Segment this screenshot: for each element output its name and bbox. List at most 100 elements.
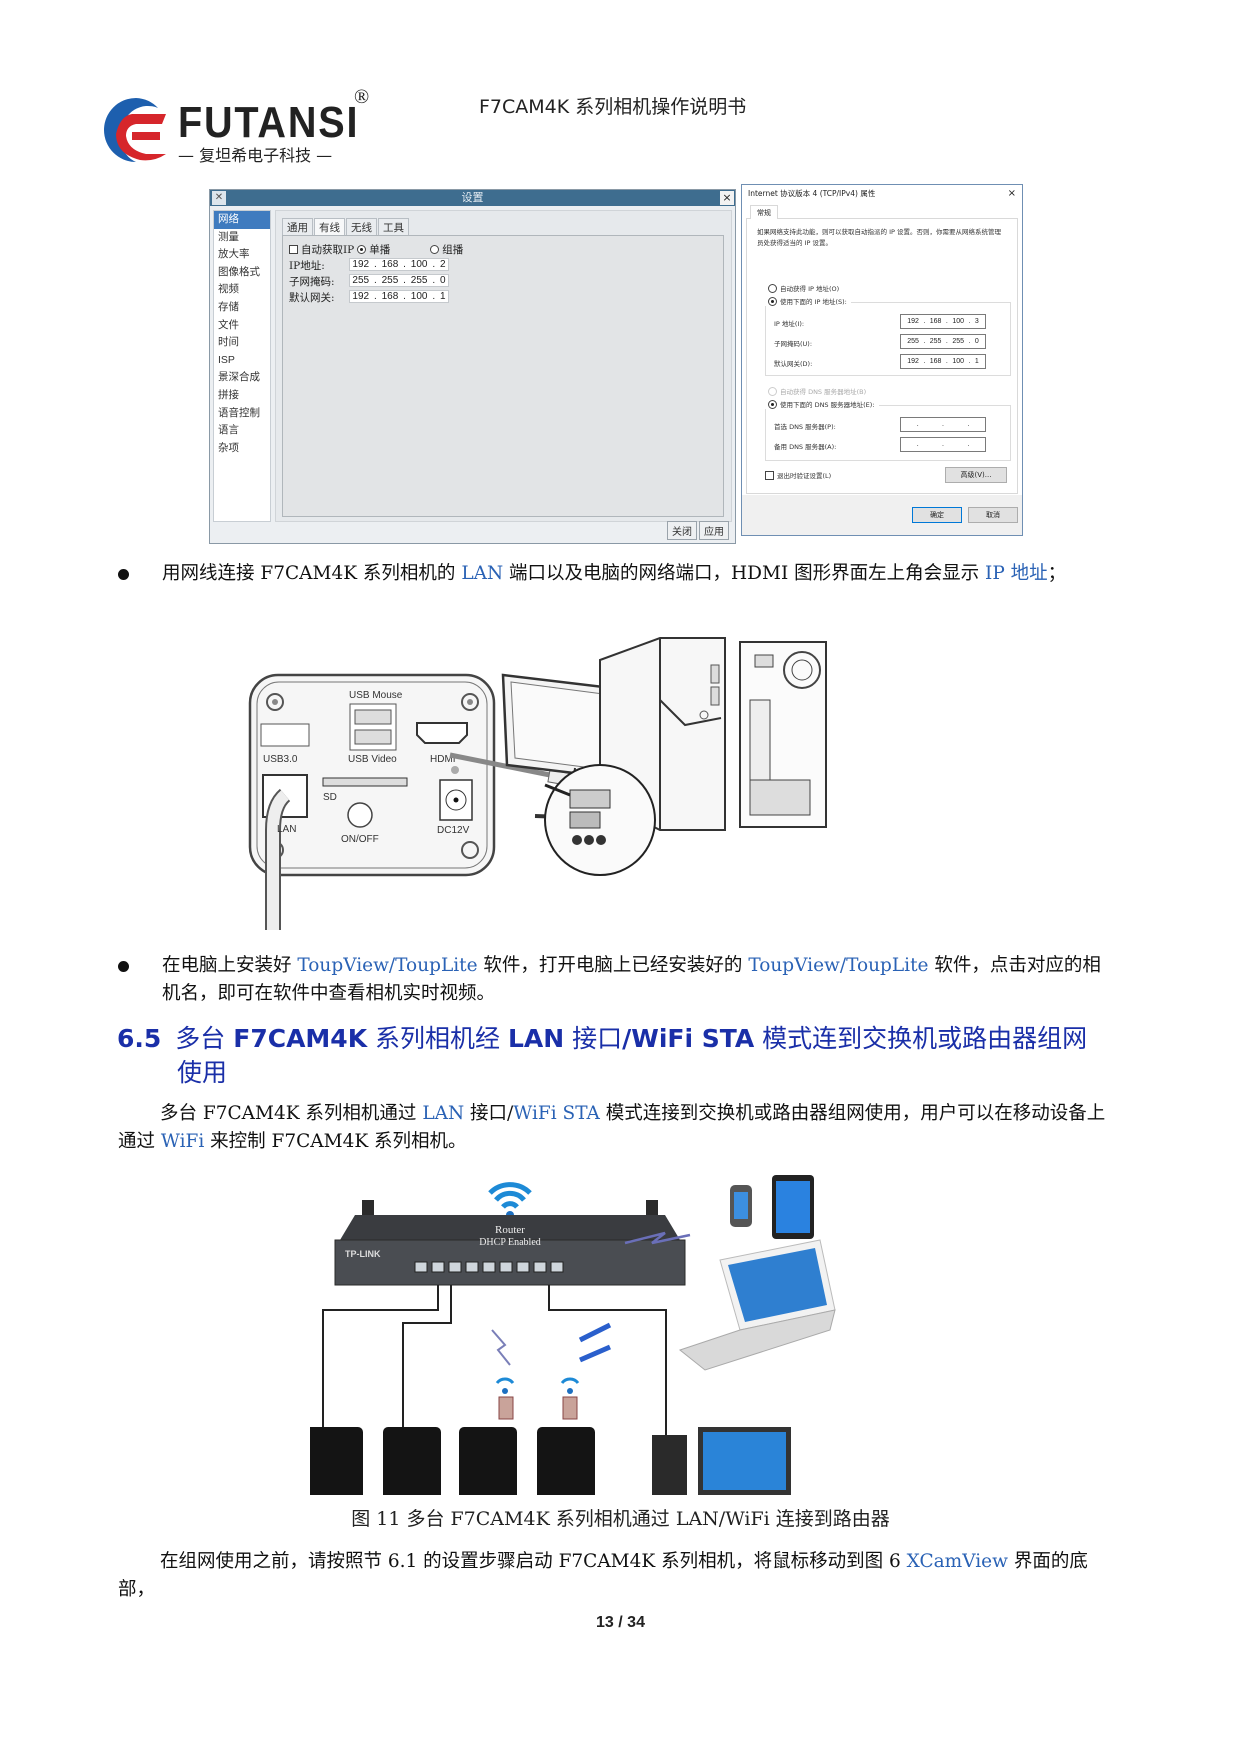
tab-wired[interactable]: 有线 [314, 218, 345, 236]
tab-general[interactable]: 通用 [282, 218, 313, 236]
wired-panel: 自动获取IP 单播 组播 IP地址: 192. 168. 100. 2 子网掩码… [282, 235, 724, 517]
network-diagram: Router DHCP Enabled TP-LINK [310, 1175, 836, 1495]
auto-ip-checkbox[interactable] [289, 245, 298, 254]
sidebar-item-language[interactable]: 语言 [218, 424, 239, 437]
auto-ip-option-label: 自动获得 IP 地址(O) [780, 285, 840, 293]
ok-button[interactable]: 确定 [912, 507, 962, 523]
lan-link[interactable]: LAN [461, 563, 504, 584]
unicast-radio[interactable] [357, 245, 367, 254]
setup-paragraph: 在组网使用之前，请按照节 6.1 的设置步骤启动 F7CAM4K 系列相机，将鼠… [118, 1548, 1108, 1604]
multicast-radio[interactable] [430, 245, 440, 254]
close-icon[interactable]: × [1007, 188, 1016, 199]
wifi-link[interactable]: WiFi [160, 1131, 205, 1152]
toupview-link[interactable]: ToupView/ToupLite [297, 955, 478, 976]
manual-ip-group: IP 地址(I): 192.168.100.3 子网掩码(U): 255.255… [765, 302, 1011, 376]
subnet-mask-field[interactable]: 255.255.255.0 [900, 334, 986, 349]
lan-link[interactable]: LAN [422, 1103, 465, 1124]
lan-label: LAN [277, 824, 296, 835]
text-run: 来控制 F7CAM4K 系列相机。 [204, 1131, 467, 1152]
settings-titlebar: ✕ 设置 × [210, 190, 735, 206]
camera-settings-dialog: ✕ 设置 × 网络 测量 放大率 图像格式 视频 存储 文件 时间 ISP 景深… [209, 189, 736, 544]
auto-ip-option[interactable]: 自动获得 IP 地址(O) [765, 283, 839, 293]
sidebar-item-edf[interactable]: 景深合成 [218, 371, 260, 384]
subnet-mask-input[interactable]: 255. 255. 255. 0 [349, 274, 449, 287]
cancel-button[interactable]: 取消 [968, 507, 1018, 523]
ip-address-link[interactable]: IP 地址 [985, 563, 1048, 584]
text-run: 用网线连接 F7CAM4K 系列相机的 [162, 563, 462, 584]
preferred-dns-label: 首选 DNS 服务器(P): [774, 423, 836, 431]
apply-button[interactable]: 应用 [699, 521, 729, 540]
validate-checkbox[interactable] [765, 470, 774, 480]
settings-title: 设置 [461, 191, 484, 204]
settings-sidebar: 网络 测量 放大率 图像格式 视频 存储 文件 时间 ISP 景深合成 拼接 语… [213, 210, 271, 522]
text-run: 模式连到交换机或路由器组网 [754, 1024, 1088, 1053]
router-label: Router [495, 1224, 525, 1236]
auto-dns-radio[interactable] [768, 386, 777, 396]
octet: 192 [907, 318, 919, 325]
validate-option[interactable]: 退出时验证设置(L) [765, 470, 831, 480]
wifi-sta-link[interactable]: WiFi STA [513, 1103, 600, 1124]
toupview-link[interactable]: ToupView/ToupLite [748, 955, 929, 976]
sidebar-item-time[interactable]: 时间 [218, 336, 239, 349]
sidebar-item-magnification[interactable]: 放大率 [218, 248, 250, 261]
ip-address-field[interactable]: 192.168.100.3 [900, 314, 986, 329]
tab-general[interactable]: 常规 [750, 205, 778, 219]
sidebar-item-image-format[interactable]: 图像格式 [218, 265, 260, 278]
octet-dot: . [403, 259, 406, 270]
tab-wireless[interactable]: 无线 [346, 218, 377, 236]
auto-dns-option[interactable]: 自动获得 DNS 服务器地址(B) [765, 386, 866, 396]
auto-ip-radio[interactable] [768, 283, 777, 293]
octet: 100 [410, 259, 428, 270]
octet: 255 [907, 338, 919, 345]
sidebar-item-file[interactable]: 文件 [218, 318, 239, 331]
ipv4-properties-dialog: Internet 协议版本 4 (TCP/IPv4) 属性 × 常规 如果网络支… [741, 184, 1023, 536]
text-run: F7CAM4K [233, 1024, 368, 1053]
manual-ip-option[interactable]: 使用下面的 IP 地址(S): [765, 296, 851, 306]
sidebar-item-isp[interactable]: ISP [218, 353, 235, 366]
manual-dns-radio[interactable] [768, 399, 777, 409]
desktop-pc-icon [652, 1427, 791, 1495]
ip-address-input[interactable]: 192. 168. 100. 2 [349, 258, 449, 271]
logo-subtitle: — 复坦希电子科技 — [178, 146, 333, 165]
octet-dot: . [432, 259, 436, 270]
manual-dns-option[interactable]: 使用下面的 DNS 服务器地址(E): [765, 399, 879, 409]
advanced-button[interactable]: 高级(V)... [945, 467, 1007, 483]
octet: 168 [381, 291, 399, 302]
octet: 1 [439, 291, 446, 302]
close-icon[interactable]: × [720, 191, 734, 205]
text-run: 多台 F7CAM4K 系列相机通过 [160, 1103, 423, 1124]
sidebar-item-storage[interactable]: 存储 [218, 300, 239, 313]
sidebar-item-measure[interactable]: 测量 [218, 230, 239, 243]
tab-tools[interactable]: 工具 [378, 218, 409, 236]
onoff-label: ON/OFF [341, 834, 379, 845]
subnet-mask-label: 子网掩码(U): [774, 340, 813, 348]
text-run: 在电脑上安装好 [162, 955, 298, 976]
manual-ip-radio[interactable] [768, 296, 777, 306]
laptop-icon [678, 1239, 836, 1371]
ip-mode-row: 自动获取IP 单播 组播 [289, 242, 463, 257]
wireless-signal-icon [624, 1231, 691, 1245]
octet: 1 [974, 358, 979, 365]
sidebar-item-video[interactable]: 视频 [218, 283, 239, 296]
sidebar-item-voice[interactable]: 语音控制 [218, 406, 260, 419]
bullet-text: 在电脑上安装好 ToupView/ToupLite 软件，打开电脑上已经安装好的… [162, 952, 1112, 1008]
logo-wordmark: FUTANSI [178, 98, 360, 147]
gateway-input[interactable]: 192. 168. 100. 1 [349, 290, 449, 303]
text-run: ； [1047, 563, 1067, 584]
gateway-field[interactable]: 192.168.100.1 [900, 354, 986, 369]
sidebar-item-stitch[interactable]: 拼接 [218, 388, 239, 401]
xcamview-link[interactable]: XCamView [906, 1551, 1008, 1572]
alternate-dns-field[interactable]: ... [900, 437, 986, 452]
close-button[interactable]: 关闭 [667, 521, 697, 540]
sidebar-item-misc[interactable]: 杂项 [218, 441, 239, 454]
preferred-dns-field[interactable]: ... [900, 417, 986, 432]
sidebar-item-network[interactable]: 网络 [214, 211, 270, 229]
auto-dns-option-label: 自动获得 DNS 服务器地址(B) [780, 388, 867, 396]
alternate-dns-label: 备用 DNS 服务器(A): [774, 443, 837, 451]
octet: 255 [929, 338, 942, 345]
heading-line-2: 使用 [177, 1058, 228, 1087]
text-run: 多台 [175, 1024, 234, 1053]
validate-label: 退出时验证设置(L) [777, 472, 832, 480]
document-title: F7CAM4K 系列相机操作说明书 [479, 96, 747, 118]
